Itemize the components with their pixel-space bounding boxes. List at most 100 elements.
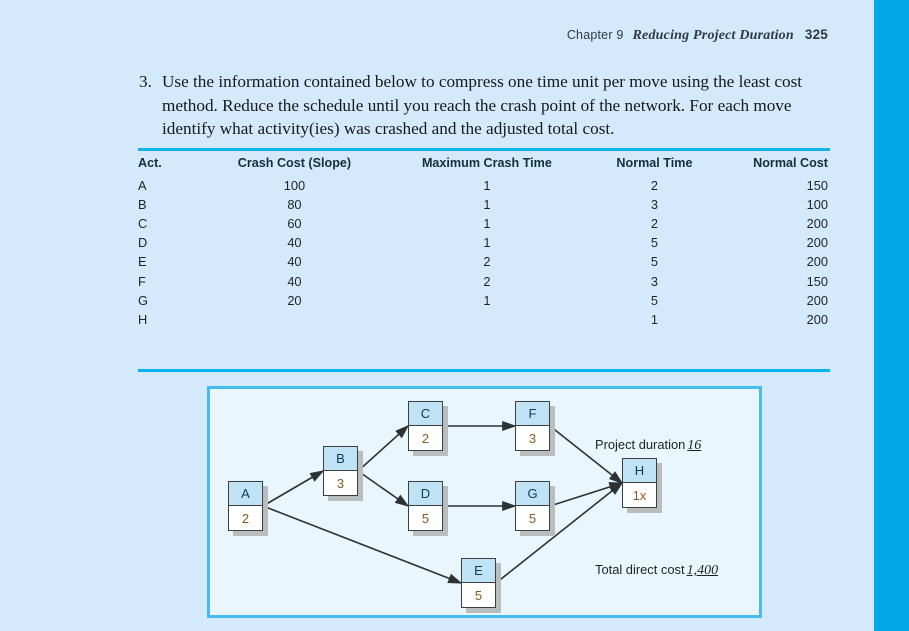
table-header-row: Act. Crash Cost (Slope) Maximum Crash Ti…: [138, 151, 830, 176]
node-duration: 5: [474, 587, 483, 603]
table-rule-bottom: [138, 369, 830, 372]
cell-max-crash: 1: [483, 235, 491, 251]
cell-max-crash: 1: [483, 215, 491, 231]
page-number: 325: [804, 27, 828, 42]
network-edge-a-e: [262, 505, 463, 584]
cell-crash-cost: 40: [287, 235, 302, 251]
cell-crash-cost: 80: [287, 196, 302, 212]
network-node-h[interactable]: H 1x: [622, 458, 662, 513]
col-header-act: Act.: [138, 155, 162, 170]
cell-normal-time: 1: [650, 311, 658, 327]
cell-act: F: [138, 273, 146, 289]
node-duration: 3: [336, 475, 345, 491]
cell-max-crash: 2: [483, 273, 491, 289]
cell-normal-time: 2: [650, 215, 658, 231]
cell-normal-cost: 150: [806, 273, 828, 289]
node-label: C: [409, 402, 442, 426]
cell-max-crash: 1: [483, 196, 491, 212]
node-label: G: [516, 482, 549, 506]
cell-crash-cost: 20: [287, 292, 302, 308]
cell-normal-cost: 200: [806, 215, 828, 231]
cell-normal-time: 3: [650, 273, 658, 289]
cell-act: D: [138, 235, 148, 251]
cell-normal-cost: 200: [806, 235, 828, 251]
table-row: C 60 1 2 200: [138, 214, 830, 233]
cell-max-crash: 1: [483, 177, 491, 193]
running-head-title: Reducing Project Duration: [632, 28, 794, 43]
cell-act: G: [138, 292, 148, 308]
node-duration: 5: [528, 510, 537, 526]
cell-crash-cost: 60: [287, 215, 302, 231]
node-label: H: [623, 459, 656, 483]
network-edge-b-c: [357, 424, 410, 472]
col-header-crash-cost: Crash Cost (Slope): [237, 155, 352, 170]
node-label: E: [462, 559, 495, 583]
cell-crash-cost: [200, 310, 389, 329]
network-edge-e-h: [495, 482, 624, 584]
node-duration: 5: [421, 510, 430, 526]
network-edge-g-h: [549, 482, 624, 507]
problem-number: 3.: [139, 72, 152, 91]
cell-normal-cost: 200: [806, 292, 828, 308]
project-duration-label: Project duration: [595, 437, 686, 452]
cell-normal-cost: 100: [806, 196, 828, 212]
network-edges: [262, 421, 624, 584]
node-label: D: [409, 482, 442, 506]
table-rule-top: [138, 148, 830, 151]
node-box: H 1x: [622, 458, 657, 508]
cell-act: E: [138, 254, 147, 270]
node-label: A: [229, 482, 262, 506]
table-row: G 20 1 5 200: [138, 291, 830, 310]
node-duration: 2: [241, 510, 250, 526]
cell-normal-cost: 200: [806, 254, 828, 270]
col-header-normal-cost: Normal Cost: [753, 155, 828, 170]
total-direct-cost-value: 1,400: [686, 563, 719, 578]
problem-text: Use the information contained below to c…: [162, 72, 803, 138]
problem-statement: 3. Use the information contained below t…: [139, 70, 839, 141]
col-header-max-crash: Maximum Crash Time: [421, 155, 552, 170]
cell-normal-time: 5: [650, 292, 658, 308]
cell-normal-time: 2: [650, 177, 658, 193]
cell-normal-cost: 200: [806, 311, 828, 327]
cell-max-crash: 1: [483, 292, 491, 308]
node-duration: 3: [528, 430, 537, 446]
network-edge-f-h: [549, 425, 624, 484]
node-duration: 1x: [632, 487, 647, 503]
page-edge-bar: [874, 0, 909, 631]
table-grid: Act. Crash Cost (Slope) Maximum Crash Ti…: [138, 151, 830, 330]
network-edge-b-d: [357, 470, 410, 507]
cell-crash-cost: 100: [283, 177, 306, 193]
cell-act: C: [138, 215, 148, 231]
cell-crash-cost: 40: [287, 254, 302, 270]
crash-data-table: Act. Crash Cost (Slope) Maximum Crash Ti…: [138, 148, 830, 329]
network-edge-a-b: [262, 470, 325, 507]
node-duration: 2: [421, 430, 430, 446]
cell-normal-time: 3: [650, 196, 658, 212]
node-label: F: [516, 402, 549, 426]
